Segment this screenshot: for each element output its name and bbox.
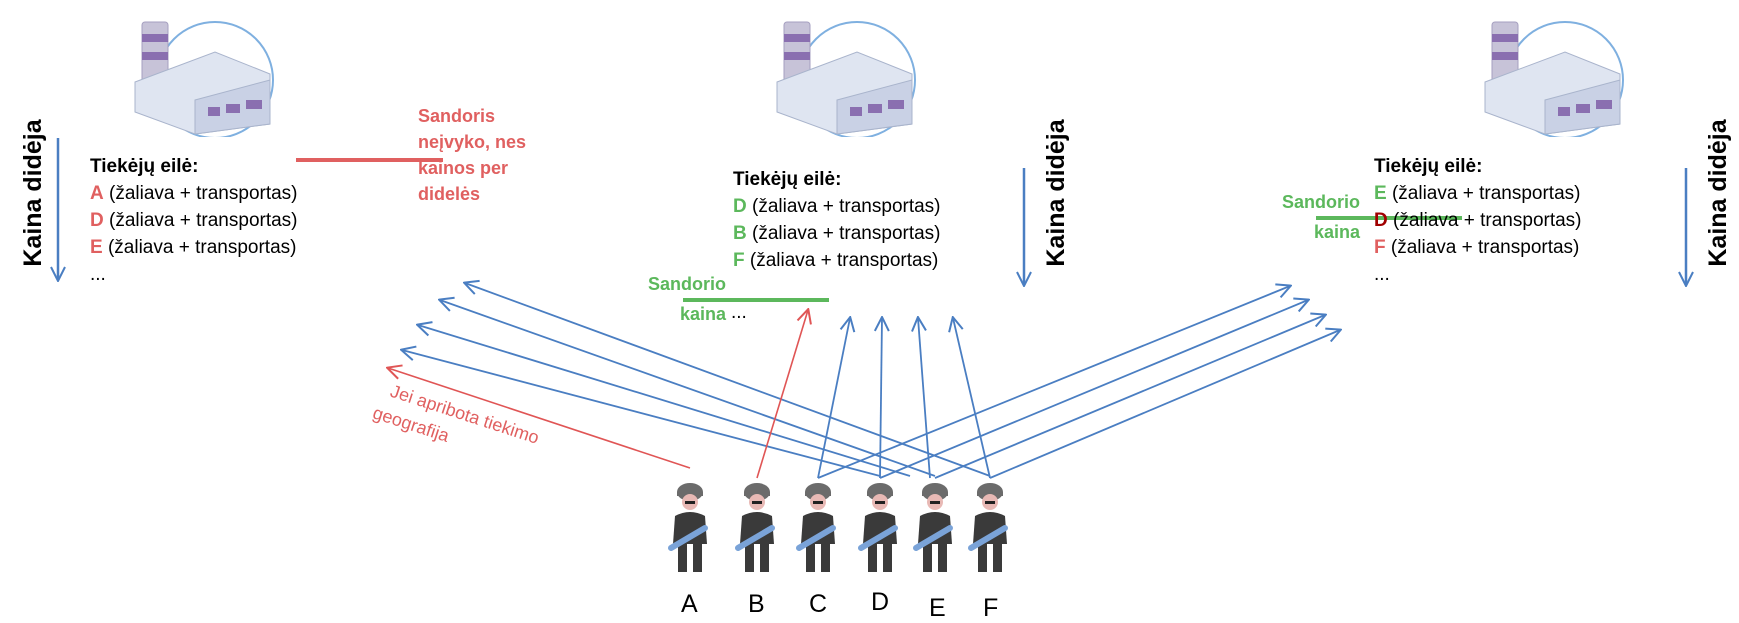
queue-ellipsis: ... <box>1374 264 1390 285</box>
arrow-C-middle-factory <box>817 318 850 479</box>
buyer-label: D <box>871 588 890 616</box>
arrow-D-right-factory <box>879 300 1308 479</box>
buyer-label: A <box>681 590 698 618</box>
deal-price-label-middle: Sandorio kaina <box>647 274 726 324</box>
arrow-E-right-factory <box>934 315 1325 479</box>
factory-icon-middle <box>776 21 916 137</box>
queue-ellipsis-middle: ... <box>731 302 747 323</box>
arrow-D-middle-factory <box>880 318 882 479</box>
queue-item: E (žaliava + transportas) <box>1374 183 1581 204</box>
supplier-queue-middle: Tiekėjų eilė: D (žaliava + transportas) … <box>733 166 941 274</box>
queue-item: A (žaliava + transportas) <box>90 183 298 204</box>
price-label-middle: Kaina didėja <box>1042 119 1070 267</box>
supplier-queue-right: Tiekėjų eilė: E (žaliava + transportas) … <box>1374 153 1582 288</box>
arrow-C-left-factory <box>402 350 881 477</box>
queue-item: D (žaliava + transportas) <box>733 196 941 217</box>
queue-item: F (žaliava + transportas) <box>1374 237 1580 258</box>
queue-title: Tiekėjų eilė: <box>1374 156 1483 177</box>
price-label-right: Kaina didėja <box>1704 119 1732 267</box>
queue-ellipsis: ... <box>90 264 106 285</box>
queue-item: B (žaliava + transportas) <box>733 223 941 244</box>
factory-icon-right <box>1484 21 1624 137</box>
arrow-D-left-factory <box>440 300 936 477</box>
deal-price-label-right: Sandorio kaina <box>1281 192 1360 242</box>
buyer-figure-icon <box>668 483 708 572</box>
arrow-E-left-factory <box>418 325 911 477</box>
arrow-C-right-factory <box>817 286 1290 479</box>
arrow-F-middle-factory <box>953 318 991 479</box>
supplier-queue-left: Tiekėjų eilė: A (žaliava + transportas) … <box>90 153 298 288</box>
arrow-F-right-factory <box>989 330 1340 479</box>
arrow-B-middle-factory <box>756 310 808 479</box>
queue-title: Tiekėjų eilė: <box>733 169 842 190</box>
buyer-label: F <box>983 594 999 622</box>
buyer-figure-icon <box>858 483 898 572</box>
buyer-figure-icon <box>913 483 953 572</box>
queue-item: F (žaliava + transportas) <box>733 250 939 271</box>
queue-item: D (žaliava + transportas) <box>1374 210 1582 231</box>
queue-item: E (žaliava + transportas) <box>90 237 297 258</box>
queue-item: D (žaliava + transportas) <box>90 210 298 231</box>
buyer-label: B <box>748 590 765 618</box>
buyer-figure-icon <box>735 483 775 572</box>
arrow-E-middle-factory <box>918 318 931 479</box>
no-deal-note: Sandoris neįvyko, nes kainos per didelės <box>418 106 527 204</box>
arrow-F-left-factory <box>465 283 991 477</box>
arrow-A-restricted <box>388 368 691 469</box>
queue-title: Tiekėjų eilė: <box>90 156 199 177</box>
buyer-label: C <box>809 590 828 618</box>
price-label-left: Kaina didėja <box>19 119 47 267</box>
buyer-figure-icon <box>968 483 1008 572</box>
buyer-label: E <box>929 594 946 622</box>
buyer-figure-icon <box>796 483 836 572</box>
factory-icon-left <box>134 21 274 137</box>
